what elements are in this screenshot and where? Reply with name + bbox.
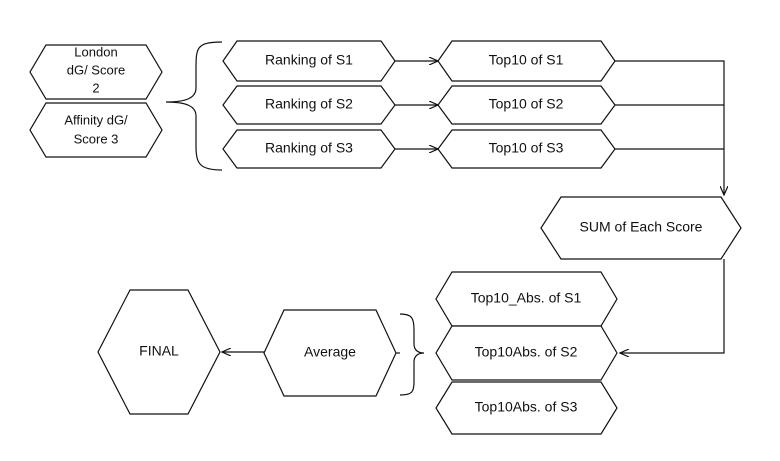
node-london: London dG/ Score 2: [29, 44, 163, 100]
node-top10-s2-label: Top10 of S2: [489, 96, 564, 112]
node-ranking-s3-label: Ranking of S3: [265, 140, 353, 156]
curly-brace-inputs: [165, 41, 223, 171]
node-top10abs-s3-label: Top10Abs. of S3: [475, 399, 578, 415]
bracket-top10abs: [399, 313, 425, 396]
node-top10-s3-label: Top10 of S3: [489, 140, 564, 156]
node-final-label: FINAL: [139, 343, 179, 359]
node-ranking-s1: Ranking of S1: [222, 40, 396, 82]
node-top10-s2: Top10 of S2: [437, 85, 616, 125]
node-average-label: Average: [304, 344, 356, 360]
node-sum: SUM of Each Score: [540, 196, 742, 260]
node-london-line3: 2: [92, 80, 99, 95]
node-final: FINAL: [97, 289, 221, 415]
node-top10abs-s3: Top10Abs. of S3: [435, 381, 618, 435]
node-top10abs-s1: Top10_Abs. of S1: [435, 271, 618, 327]
node-affinity: Affinity dG/ Score 3: [29, 102, 163, 158]
node-top10abs-s1-label: Top10_Abs. of S1: [471, 290, 582, 306]
arrow-sum-to-top10abs-s2: [620, 259, 725, 353]
node-sum-label: SUM of Each Score: [580, 219, 703, 235]
node-affinity-line2: Score 3: [74, 131, 119, 146]
node-top10abs-s2: Top10Abs. of S2: [435, 325, 618, 381]
node-ranking-s1-label: Ranking of S1: [265, 52, 353, 68]
node-ranking-s2: Ranking of S2: [222, 85, 396, 125]
node-average: Average: [263, 309, 397, 397]
node-top10-s1-label: Top10 of S1: [489, 52, 564, 68]
node-top10-s1: Top10 of S1: [437, 40, 616, 82]
connector-top10-s1: [615, 60, 724, 195]
node-ranking-s3: Ranking of S3: [222, 129, 396, 169]
node-london-line1: London: [74, 44, 117, 59]
node-ranking-s2-label: Ranking of S2: [265, 96, 353, 112]
node-top10abs-s2-label: Top10Abs. of S2: [475, 344, 578, 360]
node-top10-s3: Top10 of S3: [437, 129, 616, 169]
node-london-line2: dG/ Score: [67, 62, 126, 77]
node-affinity-line1: Affinity dG/: [64, 112, 128, 127]
